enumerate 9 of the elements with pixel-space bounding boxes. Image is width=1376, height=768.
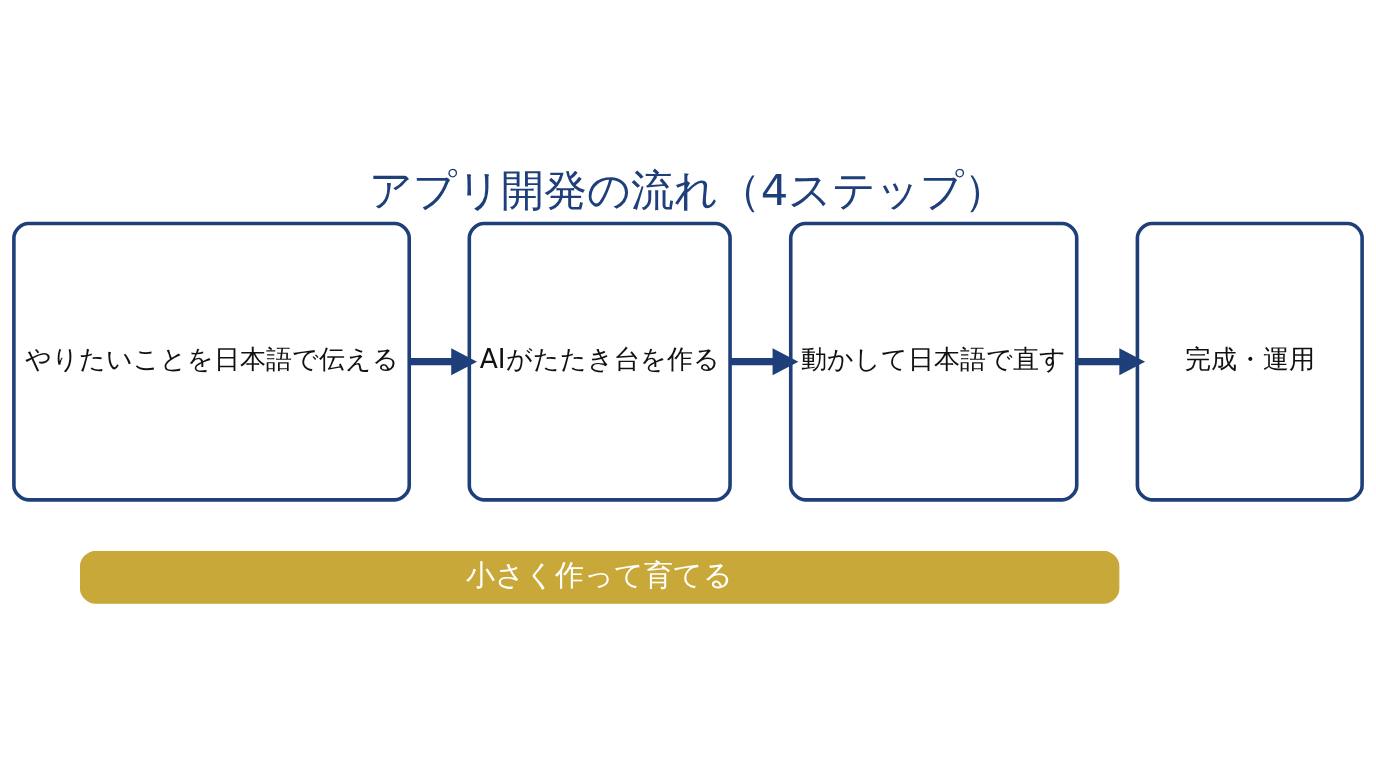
node-box: AIがたたき台を作る (467, 221, 732, 502)
node-box: 小さく作って育てる (80, 550, 1120, 604)
node-box: 動かして日本語で直す (788, 221, 1079, 502)
arrow (730, 347, 799, 375)
arrow (1076, 347, 1146, 375)
node-box: やりたいことを日本語で伝える (12, 221, 412, 502)
diagram-title: アプリ開発の流れ（4ステップ） (368, 164, 1008, 215)
arrow (409, 347, 477, 375)
node-box: 完成・運用 (1135, 221, 1364, 502)
